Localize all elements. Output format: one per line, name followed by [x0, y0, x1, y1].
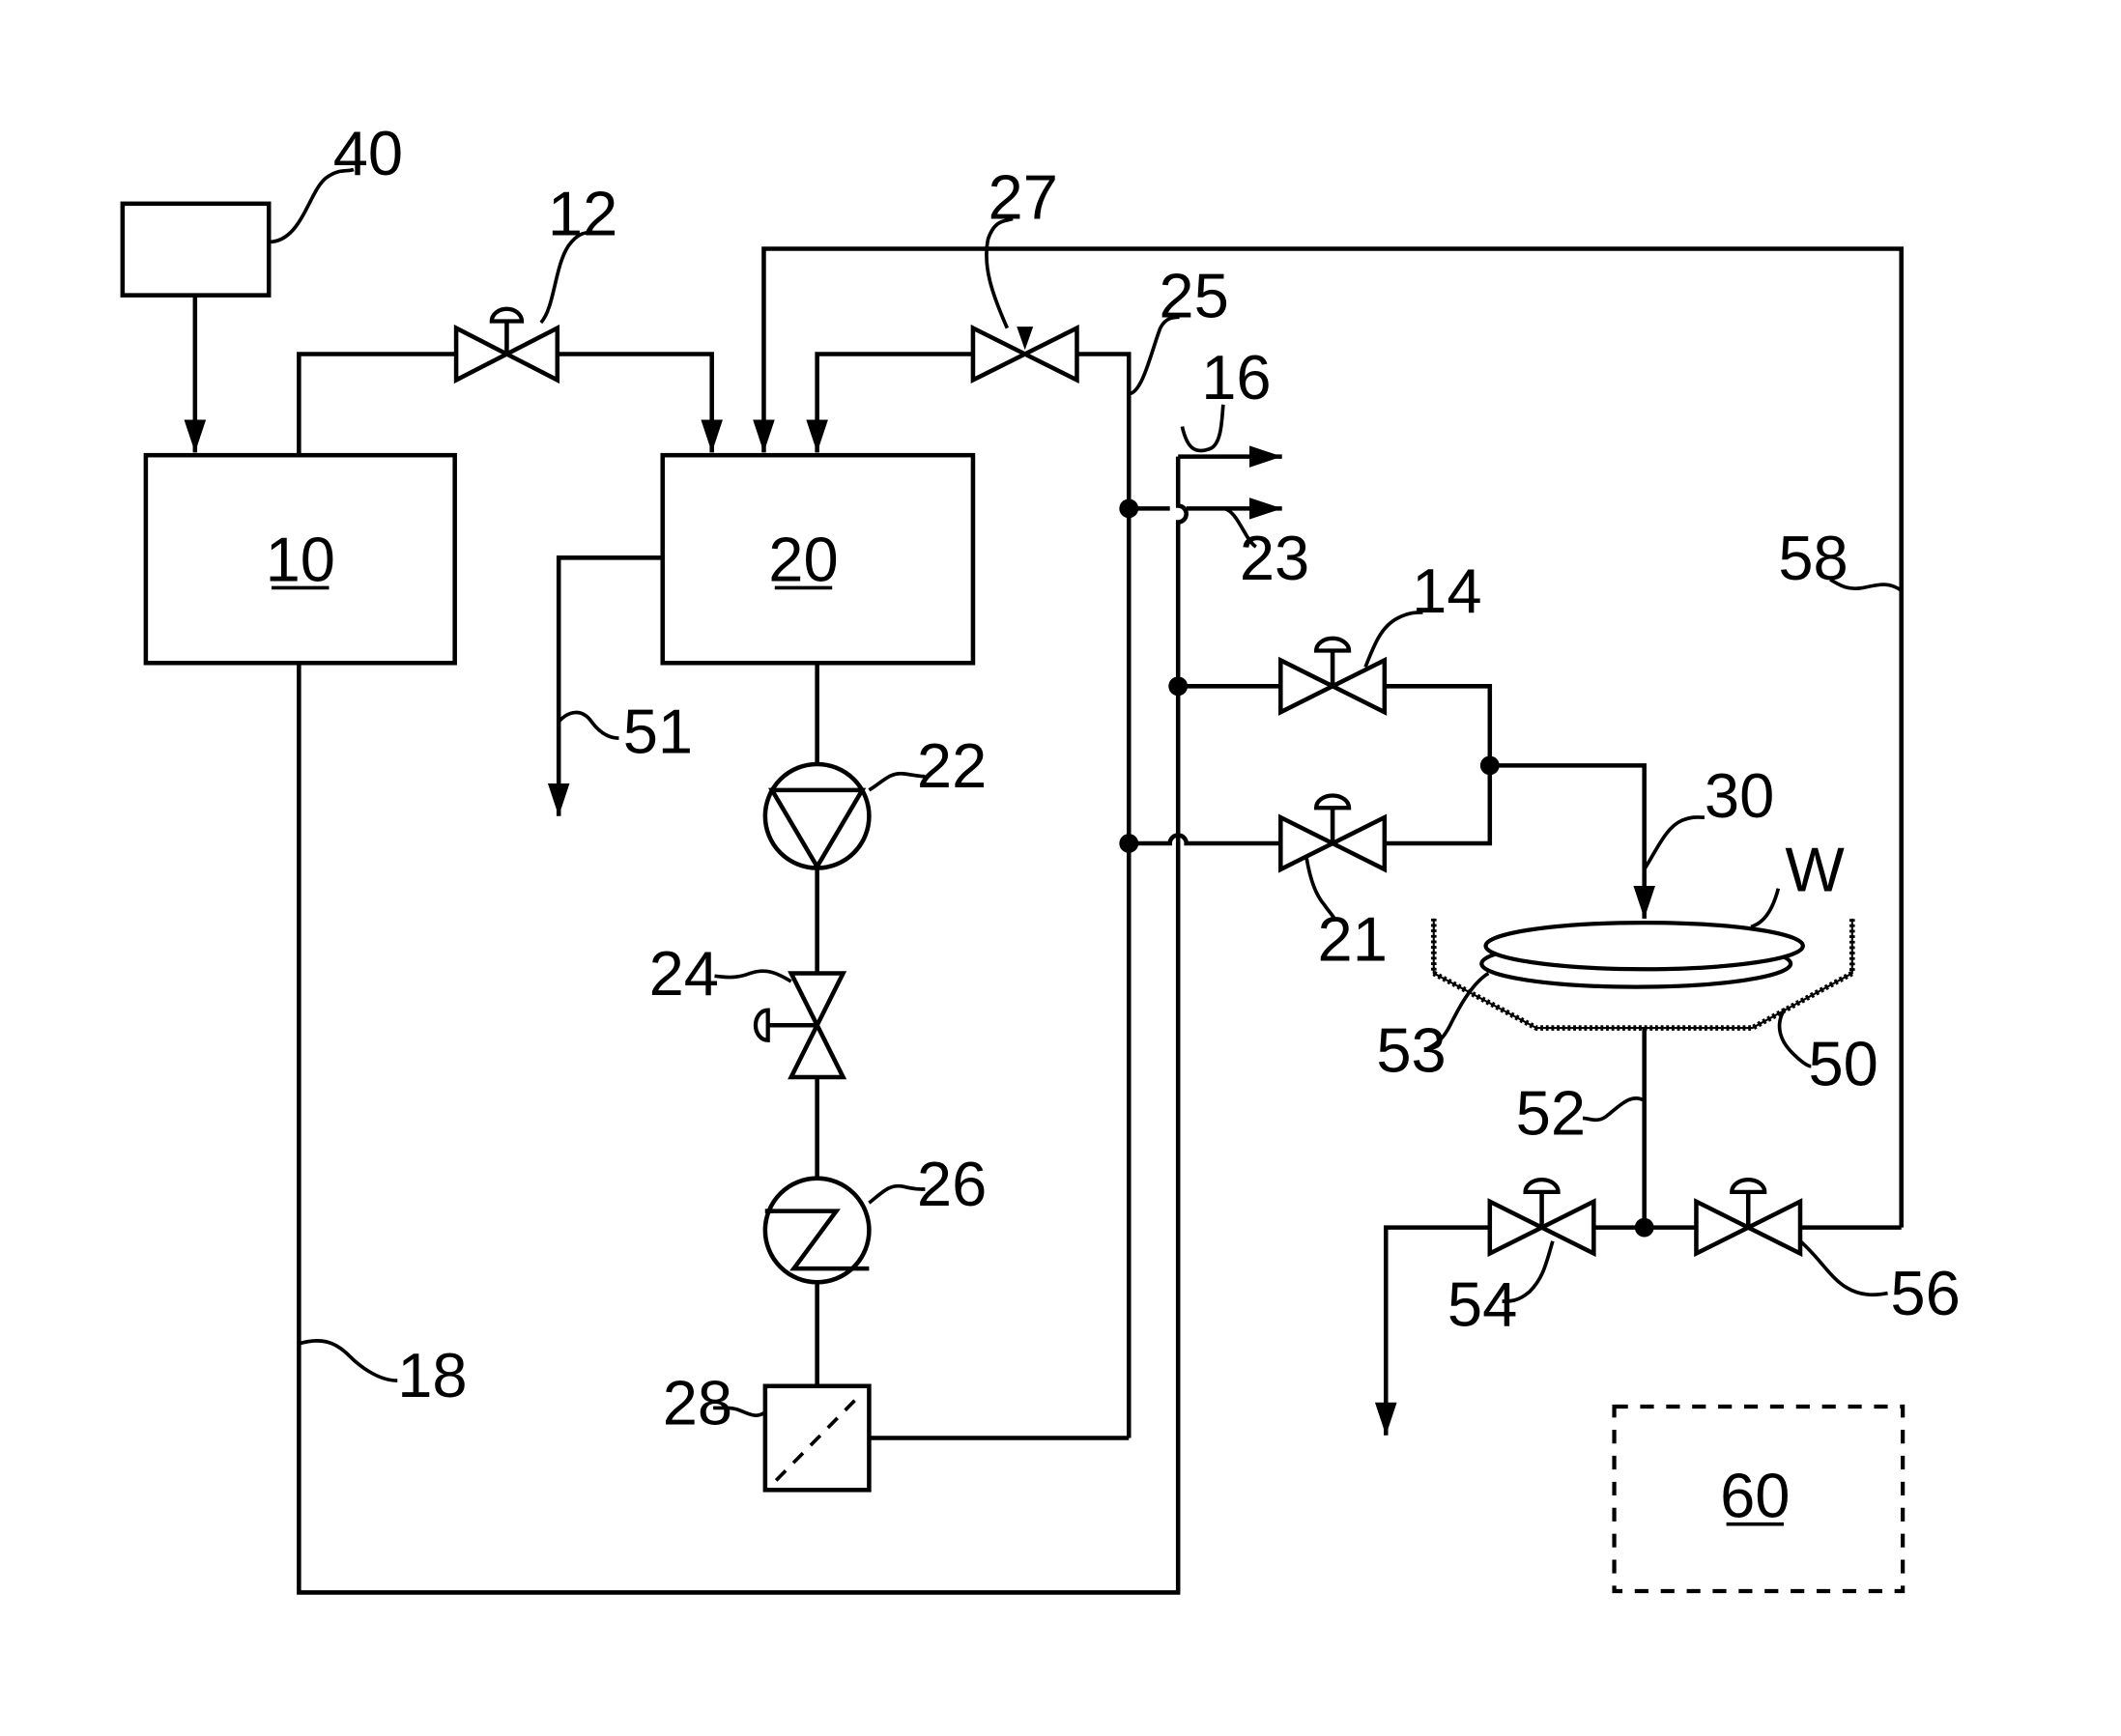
label-60: 60	[1720, 1461, 1790, 1531]
label-53: 53	[1376, 1014, 1446, 1085]
label-14: 14	[1412, 555, 1481, 626]
heater-icon	[765, 1179, 870, 1283]
label-W: W	[1785, 835, 1845, 905]
label-20: 20	[768, 524, 838, 594]
label-50: 50	[1808, 1028, 1877, 1098]
label-56: 56	[1890, 1258, 1960, 1328]
label-30: 30	[1705, 760, 1774, 831]
label-22: 22	[917, 730, 987, 801]
manual-valve-icon	[1280, 639, 1385, 712]
check-valve-icon	[973, 327, 1077, 380]
manual-valve-icon	[1280, 796, 1385, 869]
manual-valve-icon	[1696, 1180, 1800, 1253]
label-18: 18	[397, 1340, 467, 1410]
pump-icon	[765, 764, 870, 868]
label-51: 51	[623, 697, 693, 767]
filter-icon	[765, 1386, 870, 1491]
label-40: 40	[333, 118, 403, 188]
label-16: 16	[1201, 342, 1271, 413]
label-27: 27	[989, 161, 1058, 232]
label-25: 25	[1159, 260, 1228, 330]
label-10: 10	[266, 524, 335, 594]
label-54: 54	[1447, 1269, 1517, 1340]
label-28: 28	[663, 1367, 732, 1437]
label-21: 21	[1318, 904, 1388, 975]
reference-labels: 40 12 27 25 16 23 14 30 58 W 51 22 24 26…	[266, 118, 1961, 1530]
label-24: 24	[649, 938, 719, 1009]
label-26: 26	[917, 1149, 987, 1219]
wafer-icon	[1481, 923, 1803, 987]
controller-box-40	[123, 204, 269, 296]
manual-valve-icon	[756, 973, 844, 1077]
manual-valve-icon	[1490, 1180, 1594, 1253]
label-52: 52	[1516, 1077, 1586, 1148]
label-23: 23	[1240, 523, 1309, 593]
label-58: 58	[1778, 523, 1848, 593]
label-12: 12	[548, 178, 617, 248]
